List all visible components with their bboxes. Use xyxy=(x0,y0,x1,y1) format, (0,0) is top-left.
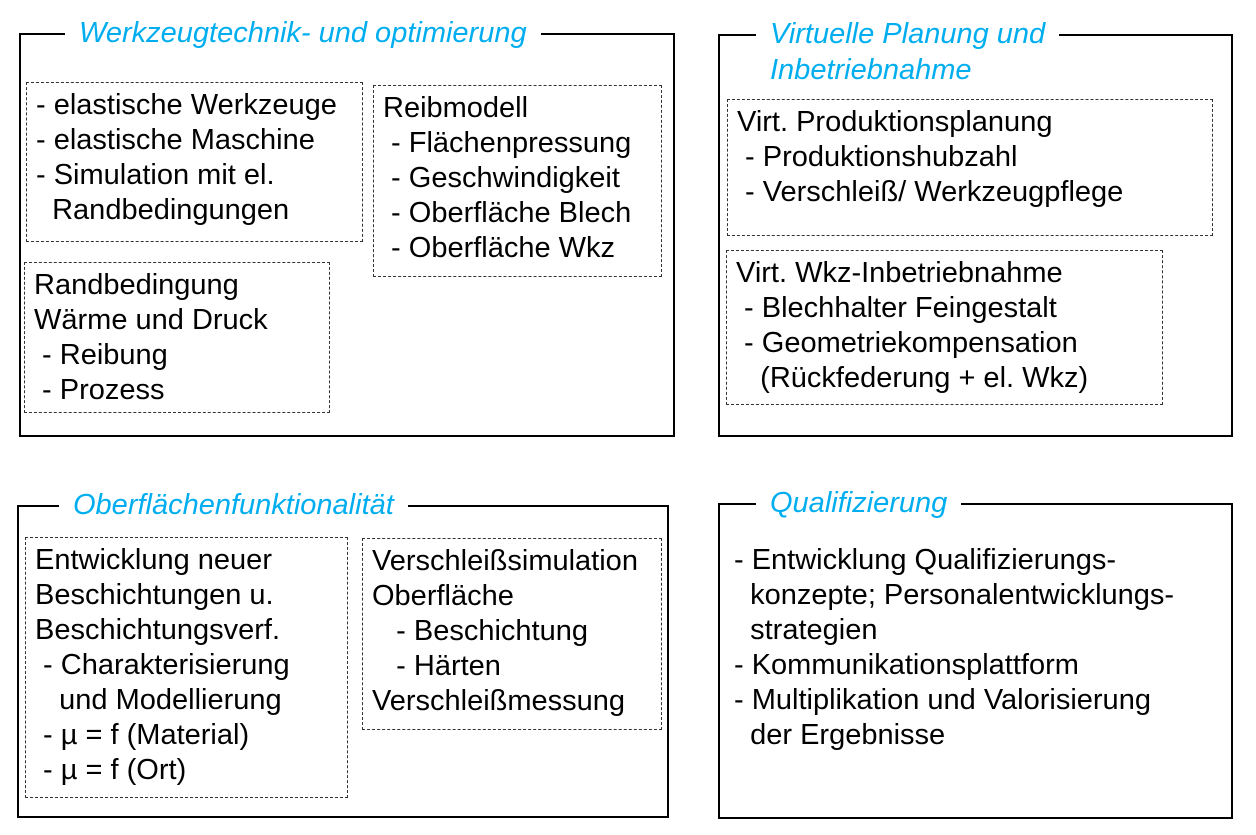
box-wkz-inbetriebnahme: Virt. Wkz-Inbetriebnahme - Blechhalter F… xyxy=(726,250,1163,405)
panel-virtuelle-planung: Virtuelle Planung und Inbetriebnahme Vir… xyxy=(718,16,1233,437)
box-produktionsplanung-text: Virt. Produktionsplanung - Produktionshu… xyxy=(737,106,1124,208)
box-elastische-werkzeuge: - elastische Werkzeuge - elastische Masc… xyxy=(26,82,363,242)
box-produktionsplanung: Virt. Produktionsplanung - Produktionshu… xyxy=(727,99,1213,236)
box-entwicklung-beschichtungen-text: Entwicklung neuer Beschichtungen u. Besc… xyxy=(35,544,290,786)
panel-werkzeugtechnik: Werkzeugtechnik- und optimierung - elast… xyxy=(19,15,675,437)
box-verschleisssimulation-text: Verschleißsimulation Oberfläche - Beschi… xyxy=(372,545,638,717)
box-randbedingung: Randbedingung Wärme und Druck - Reibung … xyxy=(24,262,330,413)
box-randbedingung-text: Randbedingung Wärme und Druck - Reibung … xyxy=(34,269,268,406)
panel-virtuelle-planung-title: Virtuelle Planung und Inbetriebnahme xyxy=(756,16,1060,88)
panel-werkzeugtechnik-title: Werkzeugtechnik- und optimierung xyxy=(65,15,541,51)
panel-qualifizierung: Qualifizierung - Entwicklung Qualifizier… xyxy=(718,485,1233,819)
box-elastische-werkzeuge-text: - elastische Werkzeuge - elastische Masc… xyxy=(36,89,337,226)
panel-qualifizierung-title: Qualifizierung xyxy=(756,485,962,521)
panel-oberflaechenfunktionalitaet-title: Oberflächenfunktionalität xyxy=(59,487,408,523)
box-verschleisssimulation: Verschleißsimulation Oberfläche - Beschi… xyxy=(362,538,662,730)
panel-qualifizierung-content: - Entwicklung Qualifizierungs- konzepte;… xyxy=(734,544,1175,751)
box-reibmodell: Reibmodell - Flächenpressung - Geschwind… xyxy=(373,85,662,277)
box-wkz-inbetriebnahme-text: Virt. Wkz-Inbetriebnahme - Blechhalter F… xyxy=(736,257,1089,394)
box-entwicklung-beschichtungen: Entwicklung neuer Beschichtungen u. Besc… xyxy=(25,537,348,798)
box-reibmodell-text: Reibmodell - Flächenpressung - Geschwind… xyxy=(383,92,632,264)
panel-oberflaechenfunktionalitaet: Oberflächenfunktionalität Entwicklung ne… xyxy=(17,487,669,818)
